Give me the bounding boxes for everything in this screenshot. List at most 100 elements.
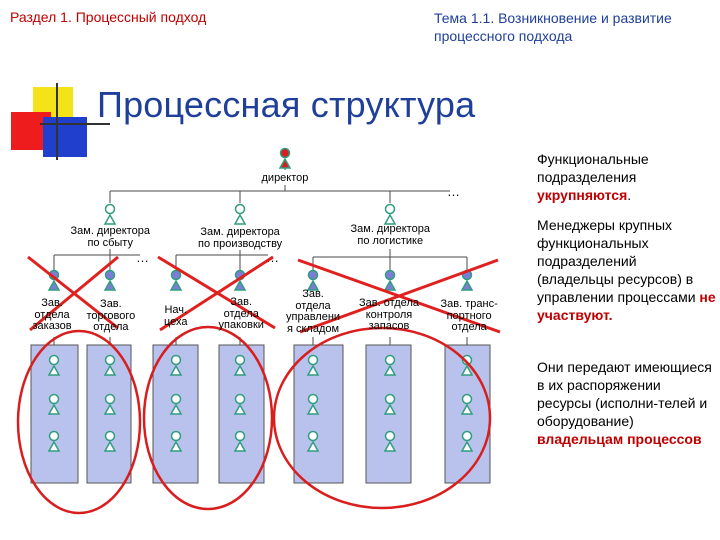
sidebar-para-2: Менеджеры крупных функциональных подразд… xyxy=(537,217,716,323)
person-body xyxy=(383,279,397,291)
person-icon-deputy xyxy=(103,203,117,225)
sidebar-para-3: Они передают имеющиеся в их распоряжении… xyxy=(537,359,712,447)
person-body xyxy=(47,403,61,415)
person-body xyxy=(460,279,474,291)
person-body xyxy=(460,440,474,452)
person-body xyxy=(169,403,183,415)
person-head xyxy=(104,393,116,405)
person-head xyxy=(104,430,116,442)
person-head xyxy=(384,203,396,215)
person-icon-head xyxy=(233,269,247,291)
person-icon-worker xyxy=(233,430,247,452)
person-body xyxy=(278,157,292,169)
person-icon-worker xyxy=(460,393,474,415)
person-body xyxy=(460,403,474,415)
person-head xyxy=(307,354,319,366)
person-body xyxy=(233,364,247,376)
person-body xyxy=(103,403,117,415)
person-icon-worker xyxy=(383,430,397,452)
strike-line xyxy=(299,258,499,334)
person-head xyxy=(104,354,116,366)
person-icon-worker xyxy=(460,354,474,376)
person-body xyxy=(233,279,247,291)
person-body xyxy=(103,279,117,291)
slide-title: Процессная структура xyxy=(97,84,476,125)
person-body xyxy=(233,213,247,225)
person-body xyxy=(306,364,320,376)
person-icon-worker xyxy=(306,393,320,415)
person-icon-head xyxy=(383,269,397,291)
person-icon-director xyxy=(278,147,292,169)
person-head xyxy=(461,393,473,405)
person-body xyxy=(103,213,117,225)
person-body xyxy=(306,279,320,291)
person-head xyxy=(48,393,60,405)
person-body xyxy=(169,279,183,291)
person-icon-worker xyxy=(233,393,247,415)
person-body xyxy=(47,364,61,376)
person-body xyxy=(460,364,474,376)
sidebar-para-1: Функциональные подразделения укрупняются… xyxy=(537,151,649,203)
person-head xyxy=(48,430,60,442)
person-icon-head xyxy=(103,269,117,291)
person-head xyxy=(234,393,246,405)
person-body xyxy=(47,440,61,452)
person-body xyxy=(306,440,320,452)
person-body xyxy=(103,440,117,452)
ellipsis-mark: … xyxy=(447,184,460,199)
person-icon-worker xyxy=(169,430,183,452)
person-head xyxy=(104,269,116,281)
person-head xyxy=(48,354,60,366)
person-body xyxy=(233,440,247,452)
person-head xyxy=(384,430,396,442)
person-head xyxy=(170,269,182,281)
person-icon-worker xyxy=(233,354,247,376)
person-icon-worker xyxy=(383,354,397,376)
person-body xyxy=(306,403,320,415)
person-icon-deputy xyxy=(233,203,247,225)
person-body xyxy=(383,440,397,452)
person-head xyxy=(170,430,182,442)
person-icon-worker xyxy=(47,393,61,415)
person-head xyxy=(234,354,246,366)
strike-line xyxy=(29,255,119,332)
person-head xyxy=(307,393,319,405)
person-icon-worker xyxy=(103,354,117,376)
person-body xyxy=(169,364,183,376)
person-body xyxy=(383,403,397,415)
head-label: Нач.цеха xyxy=(164,304,188,328)
person-body xyxy=(169,440,183,452)
person-body xyxy=(383,364,397,376)
person-body xyxy=(47,279,61,291)
person-icon-deputy xyxy=(383,203,397,225)
director-label: директор xyxy=(261,172,309,185)
process-circle xyxy=(142,325,274,511)
person-head xyxy=(307,430,319,442)
person-head xyxy=(384,354,396,366)
person-icon-worker xyxy=(306,430,320,452)
person-head xyxy=(461,430,473,442)
person-icon-head xyxy=(169,269,183,291)
decorative-squares xyxy=(11,83,110,160)
person-icon-worker xyxy=(306,354,320,376)
person-icon-worker xyxy=(103,393,117,415)
person-icon-worker xyxy=(103,430,117,452)
process-circle xyxy=(16,329,142,515)
person-head xyxy=(307,269,319,281)
ellipsis-mark: … xyxy=(136,250,149,265)
section-label: Раздел 1. Процессный подход xyxy=(10,9,207,25)
person-head xyxy=(279,147,291,159)
person-head xyxy=(170,393,182,405)
person-head xyxy=(234,203,246,215)
person-icon-worker xyxy=(47,430,61,452)
person-head xyxy=(384,269,396,281)
